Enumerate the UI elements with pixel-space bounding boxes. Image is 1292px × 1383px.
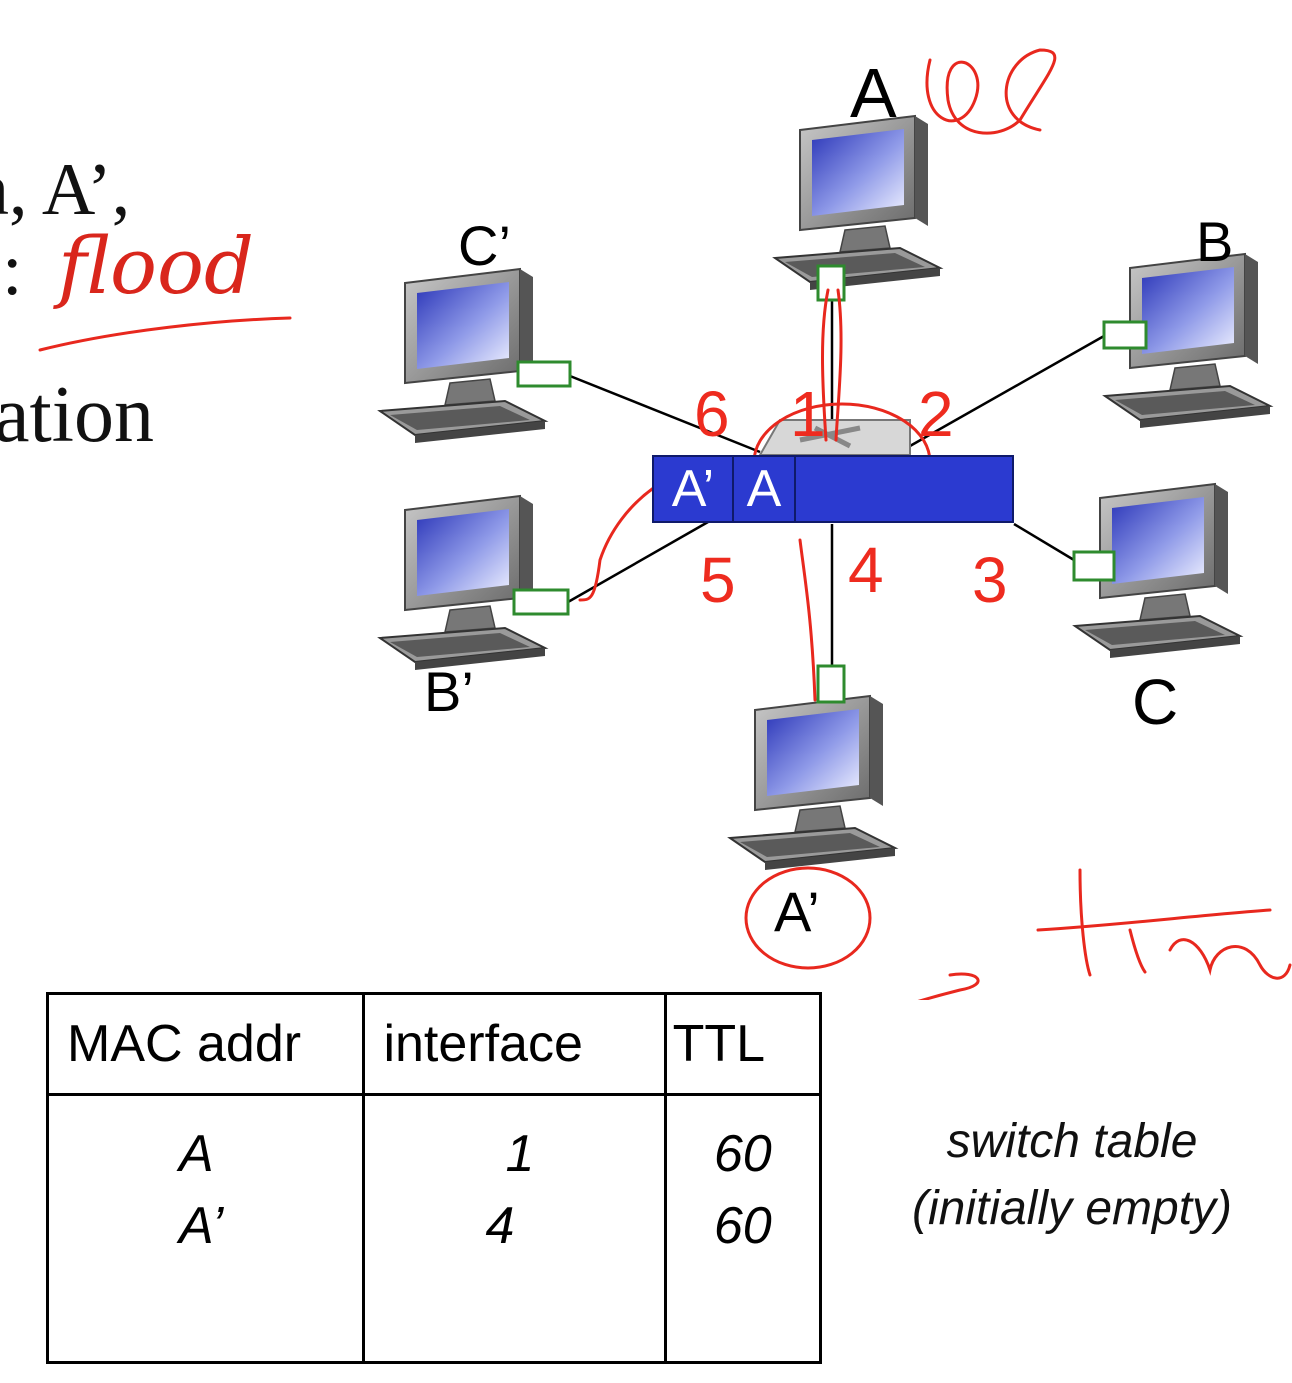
port-label-2: 2	[918, 378, 954, 450]
caption-line1: switch table	[946, 1115, 1198, 1168]
switch-table: MAC addr interface TTL A A’ 1 4 60 60	[45, 992, 823, 1364]
switch: A’ A	[652, 455, 1014, 523]
host-c-prime-computer	[379, 268, 546, 444]
port-label-3: 3	[972, 544, 1008, 616]
host-label-b: B	[1196, 210, 1234, 273]
table-body: A A’ 1 4 60 60	[45, 1093, 823, 1364]
table-cell-ttl: 60	[713, 1125, 772, 1183]
nic-b-prime	[512, 588, 570, 616]
port-label-4: 4	[848, 534, 884, 606]
slide-text-line3: ation	[0, 371, 154, 459]
nic-c-prime	[516, 360, 572, 388]
table-cell-interface: 1	[505, 1125, 535, 1183]
port-label-6: 6	[694, 378, 730, 450]
table-cell-interface: 4	[485, 1197, 515, 1255]
host-label-a: A	[850, 54, 897, 132]
host-a-computer	[774, 115, 941, 291]
interface-column: 1 4	[362, 1093, 667, 1364]
port-label-5: 5	[700, 544, 736, 616]
nic-a-prime	[816, 664, 846, 704]
host-label-a-prime: A’	[774, 880, 820, 943]
table-cell-mac: A’	[179, 1197, 224, 1255]
slide-text-line2-prefix: :	[2, 229, 23, 311]
host-b-prime-computer	[379, 495, 546, 671]
header-interface: interface	[362, 992, 667, 1096]
caption-line2: (initially empty)	[911, 1182, 1233, 1236]
host-label-c-prime: C’	[458, 214, 511, 277]
slide-text-line1: n, A’,	[0, 149, 131, 231]
nic-c	[1072, 550, 1116, 582]
host-a-prime-computer	[729, 695, 896, 871]
table-header-row: MAC addr interface TTL	[45, 992, 823, 1096]
host-label-b-prime: B’	[424, 660, 474, 723]
table-cell-ttl: 60	[713, 1197, 772, 1255]
port-label-1: 1	[790, 378, 826, 450]
switch-cell-a: A	[734, 457, 796, 521]
switch-cell-a-prime: A’	[654, 457, 734, 521]
table-cell-mac: A	[179, 1125, 214, 1183]
host-label-c: C	[1132, 666, 1179, 738]
nic-b	[1102, 320, 1148, 350]
handwritten-flood: flood	[58, 222, 254, 312]
switch-cell-empty	[796, 457, 1014, 521]
header-mac-addr: MAC addr	[45, 992, 366, 1096]
switch-table-caption: switch table (initially empty)	[872, 1108, 1272, 1242]
mac-column: A A’	[45, 1093, 366, 1364]
header-ttl: TTL	[663, 992, 823, 1096]
ttl-column: 60 60	[663, 1093, 823, 1364]
network-diagram	[38, 48, 1292, 1000]
